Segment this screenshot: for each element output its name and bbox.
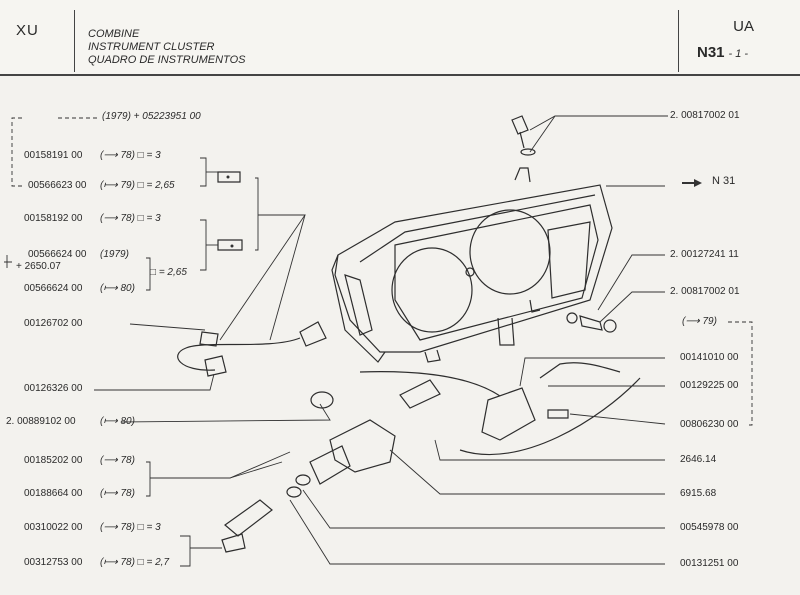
- part-00126326: 00126326 00: [24, 383, 83, 394]
- part-00158191-note: (⟶ 78) □ = 3: [100, 150, 161, 161]
- note-79: (⟶ 79): [682, 316, 717, 327]
- model-code: XU: [16, 22, 39, 39]
- part-00158192-note: (⟶ 78) □ = 3: [100, 213, 161, 224]
- bracket-drawings: [217, 171, 243, 251]
- note-1979-ref: (1979) + 05223951 00: [102, 111, 201, 122]
- part-00566624-1979-note: (1979): [100, 249, 129, 260]
- part-00312753-note: (⟼ 78) □ = 2,7: [100, 557, 170, 568]
- part-00310022: 00310022 00: [24, 522, 83, 533]
- screw-right-drawing: [566, 312, 617, 333]
- part-00817002-top: 2. 00817002 01: [670, 110, 740, 121]
- part-00141010: 00141010 00: [680, 352, 739, 363]
- part-00127241: 2. 00127241 11: [670, 249, 739, 260]
- part-00566624-1979: 00566624 00: [28, 249, 87, 260]
- part-00129225: 00129225 00: [680, 380, 739, 391]
- section-code: UA: [733, 18, 754, 35]
- part-00817002-side: 2. 00817002 01: [670, 286, 740, 297]
- page-ref-code: N31: [697, 44, 725, 61]
- lamp-cable-drawing: [177, 321, 327, 377]
- part-00158191: 00158191 00: [24, 150, 83, 161]
- header-divider-left: [74, 10, 75, 72]
- leader-lines-right: [289, 115, 753, 565]
- arrow-to-n31: [682, 179, 702, 187]
- part-00545978: 00545978 00: [680, 522, 739, 533]
- part-00158192: 00158192 00: [24, 213, 83, 224]
- part-2646-14: 2646.14: [680, 454, 717, 465]
- speedo-cable-drawing: [221, 362, 641, 553]
- screw-top-drawing: [511, 115, 536, 156]
- title-en: INSTRUMENT CLUSTER: [88, 41, 215, 53]
- part-00566623-note: (⟼ 79) □ = 2,65: [100, 180, 175, 191]
- part-00312753: 00312753 00: [24, 557, 83, 568]
- part-6915-68: 6915.68: [680, 488, 717, 499]
- page-ref: N31- 1 -: [697, 44, 748, 61]
- part-00126702: 00126702 00: [24, 318, 83, 329]
- title-pt: QUADRO DE INSTRUMENTOS: [88, 54, 246, 66]
- page-number: - 1 -: [728, 48, 749, 60]
- part-00566623: 00566623 00: [28, 180, 87, 191]
- part-00188664: 00188664 00: [24, 488, 83, 499]
- part-00131251: 00131251 00: [680, 558, 739, 569]
- leader-lines-left: [4, 117, 331, 567]
- page-header: XU COMBINE INSTRUMENT CLUSTER QUADRO DE …: [0, 0, 800, 76]
- title-fr: COMBINE: [88, 28, 140, 40]
- part-2650-07: + 2650.07: [16, 261, 61, 272]
- group-note-2-65: □ = 2,65: [150, 267, 187, 278]
- part-00889102: 2. 00889102 00: [6, 416, 76, 427]
- header-divider-right: [678, 10, 679, 72]
- section-n31-link[interactable]: N 31: [712, 175, 736, 187]
- part-00806230: 00806230 00: [680, 419, 739, 430]
- part-00566624-80-note: (⟼ 80): [100, 283, 135, 294]
- part-00566624-80: 00566624 00: [24, 283, 83, 294]
- part-00310022-note: (⟶ 78) □ = 3: [100, 522, 161, 533]
- part-00185202-note: (⟶ 78): [100, 455, 135, 466]
- instrument-cluster-drawing: [331, 167, 613, 363]
- part-00889102-note: (⟼ 80): [100, 416, 135, 427]
- part-00188664-note: (⟼ 78): [100, 488, 135, 499]
- part-00185202: 00185202 00: [24, 455, 83, 466]
